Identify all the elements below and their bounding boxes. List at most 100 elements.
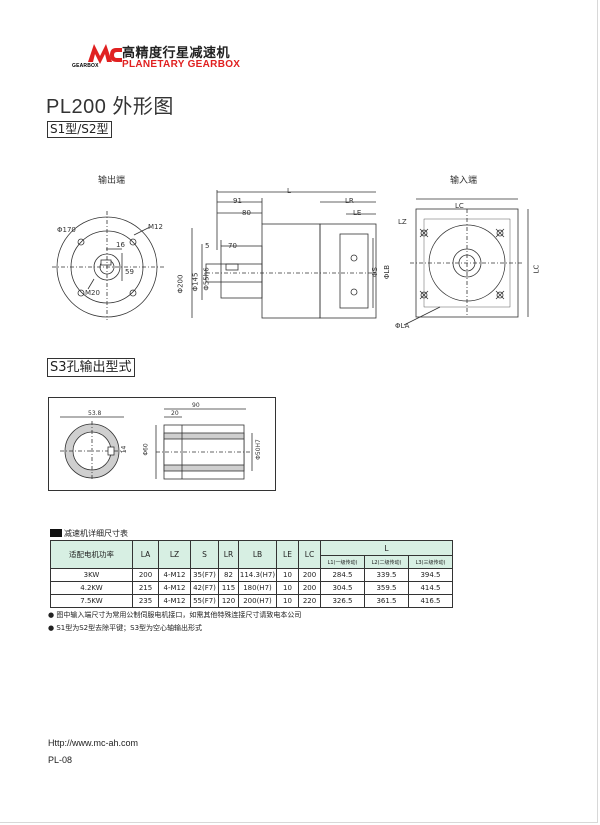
cell: 4.2KW [50, 581, 133, 595]
dim-70: 70 [228, 242, 237, 250]
dim-d50: Φ50H7 [254, 439, 262, 460]
dim-53-8: 53.8 [88, 410, 102, 417]
dim-5: 5 [205, 242, 210, 250]
cell: 414.5 [408, 581, 453, 595]
dim-16: 16 [116, 241, 125, 249]
cell: 115 [218, 581, 239, 595]
th-lb: LB [238, 540, 277, 569]
cell: 3KW [50, 568, 133, 582]
cell: 220 [298, 594, 321, 608]
s3-drawing [60, 408, 253, 481]
table-title: 减速机详细尺寸表 [50, 528, 128, 539]
dim-L: L [287, 187, 291, 195]
th-lz: LZ [158, 540, 191, 569]
dim-d55: Φ55h6 [202, 267, 211, 291]
th-s: S [190, 540, 219, 569]
note-2-text: S1型为S2型去除平键；S3型为空心轴输出形式 [56, 624, 203, 632]
input-view-label: 输入端 [450, 176, 478, 186]
footer-url: Http://www.mc-ah.com [48, 738, 139, 748]
note-1: ● 图中输入端尺寸为常用公制伺服电机接口，如需其他特殊连接尺寸请致电本公司 [48, 611, 302, 619]
cell: 200(H7) [238, 594, 277, 608]
cell: 304.5 [320, 581, 365, 595]
cell: 200 [132, 568, 159, 582]
table-title-text: 减速机详细尺寸表 [64, 529, 128, 538]
cell: 235 [132, 594, 159, 608]
cell: 200 [298, 568, 321, 582]
th-lr: LR [218, 540, 239, 569]
spec-table: 适配电机功率 LA LZ S LR LB LE LC L L1(一级传动) L2… [50, 540, 453, 608]
cell: 284.5 [320, 568, 365, 582]
cell: 120 [218, 594, 239, 608]
cell: 416.5 [408, 594, 453, 608]
s3-drawing-frame [48, 397, 276, 491]
dim-dlb: ΦLB [383, 264, 392, 280]
dim-m20: M20 [85, 289, 100, 297]
dim-d145: Φ145 [191, 272, 200, 292]
output-view-label: 输出端 [98, 176, 126, 186]
th-l1: L1(一级传动) [320, 555, 365, 569]
dim-90: 90 [192, 402, 200, 409]
th-lc: LC [298, 540, 321, 569]
dim-ds: ΦS [370, 267, 379, 277]
cell: 359.5 [364, 581, 409, 595]
cell: 10 [276, 568, 299, 582]
cell: 361.5 [364, 594, 409, 608]
cell: 42(F7) [190, 581, 219, 595]
cell: 4-M12 [158, 581, 191, 595]
th-le: LE [276, 540, 299, 569]
cell: 35(F7) [190, 568, 219, 582]
note-1-text: 图中输入端尺寸为常用公制伺服电机接口，如需其他特殊连接尺寸请致电本公司 [56, 611, 302, 619]
dim-LE: LE [353, 209, 362, 217]
output-end-drawing [52, 211, 164, 320]
table-title-marker [50, 529, 62, 537]
th-l2: L2(二级传动) [364, 555, 409, 569]
cell: 215 [132, 581, 159, 595]
company-name-en: PLANETARY GEARBOX [122, 59, 241, 70]
dim-d170: Φ170 [57, 226, 76, 234]
company-name-cn: 高精度行星减速机 [122, 46, 231, 61]
dim-LA: ΦLA [395, 322, 410, 330]
dim-59: 59 [125, 268, 134, 276]
page-title: PL200 外形图 [46, 96, 174, 118]
table-row: 7.5KW 235 4-M12 55(F7) 120 200(H7) 10 22… [50, 594, 453, 608]
type-tag: S1型/S2型 [47, 121, 112, 138]
cell: 4-M12 [158, 568, 191, 582]
cell: 394.5 [408, 568, 453, 582]
cell: 10 [276, 594, 299, 608]
cell: 339.5 [364, 568, 409, 582]
table-subheader-row: L1(一级传动) L2(二级传动) L3(三级传动) [51, 555, 453, 569]
s3-title: S3孔输出型式 [47, 358, 135, 377]
dim-LC-top: LC [455, 202, 464, 210]
company-logo [88, 44, 122, 64]
cell: 7.5KW [50, 594, 133, 608]
dim-LZ: LZ [398, 218, 407, 226]
cell: 55(F7) [190, 594, 219, 608]
table-header-row: 适配电机功率 LA LZ S LR LB LE LC L [50, 540, 453, 569]
cell: 200 [298, 581, 321, 595]
cell: 180(H7) [238, 581, 277, 595]
cell: 326.5 [320, 594, 365, 608]
table-row: 3KW 200 4-M12 35(F7) 82 114.3(H7) 10 200… [50, 568, 453, 582]
th-l3: L3(三级传动) [408, 555, 453, 569]
th-l: L [320, 540, 453, 556]
th-motor-power: 适配电机功率 [50, 540, 133, 569]
cell: 82 [218, 568, 239, 582]
side-view-drawing [191, 190, 377, 319]
note-2: ● S1型为S2型去除平键；S3型为空心轴输出形式 [48, 624, 203, 632]
cell: 10 [276, 581, 299, 595]
dim-LC-side: LC [532, 264, 541, 274]
th-la: LA [132, 540, 159, 569]
table-row: 4.2KW 215 4-M12 42(F7) 115 180(H7) 10 20… [50, 581, 453, 595]
dim-80: 80 [242, 209, 251, 217]
dim-20: 20 [171, 410, 179, 417]
logo-subtext: GEARBOX [72, 63, 99, 69]
dim-91: 91 [233, 197, 242, 205]
dim-LR: LR [345, 197, 354, 205]
cell: 114.3(H7) [238, 568, 277, 582]
cell: 4-M12 [158, 594, 191, 608]
footer-page-number: PL-08 [48, 755, 73, 765]
input-end-drawing [403, 198, 529, 326]
dim-14: 14 [120, 445, 128, 454]
dim-m12: M12 [148, 223, 163, 231]
